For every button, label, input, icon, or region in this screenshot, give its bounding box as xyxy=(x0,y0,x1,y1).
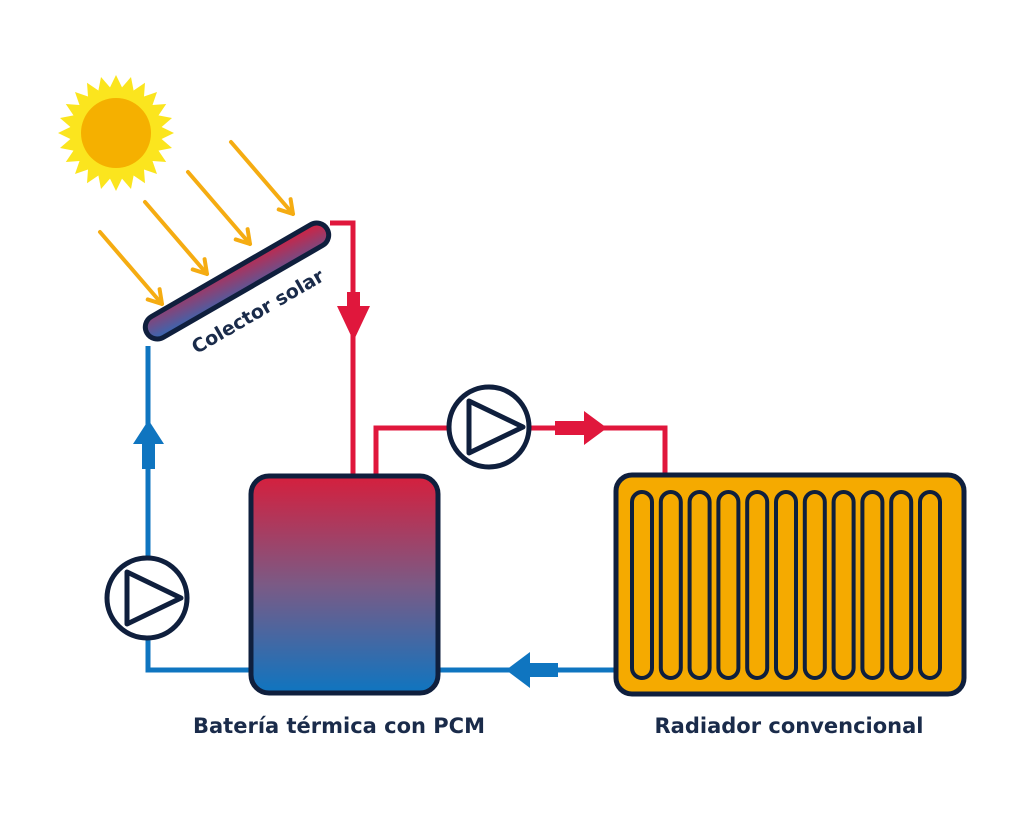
radiator-fin xyxy=(687,490,712,680)
sunlight-arrow xyxy=(229,140,295,216)
flow-arrow-icon xyxy=(506,652,558,688)
radiator-fins xyxy=(630,490,942,680)
radiator-fin xyxy=(831,490,856,680)
flow-arrow-icon xyxy=(133,420,164,469)
sun-icon xyxy=(58,75,174,191)
radiator-label: Radiador convencional xyxy=(655,714,924,738)
sunlight-arrow xyxy=(186,170,252,246)
radiator-fin xyxy=(716,490,741,680)
radiator-fin xyxy=(860,490,885,680)
sunlight-arrow xyxy=(143,200,209,276)
pump-icon xyxy=(104,555,190,641)
hot-pipe-collector-output xyxy=(330,220,356,475)
sunlight-arrows xyxy=(98,140,295,306)
radiator-fin xyxy=(802,490,827,680)
radiator xyxy=(613,472,967,697)
radiator-fin xyxy=(774,490,798,680)
flow-arrow-icon xyxy=(555,411,607,445)
radiator-fin xyxy=(630,490,654,680)
radiator-fin xyxy=(889,490,914,680)
thermal-battery xyxy=(248,473,441,696)
pump-icon xyxy=(446,384,532,470)
sunlight-arrow xyxy=(98,230,164,306)
sun-disc xyxy=(81,98,151,168)
flow-arrow-icon xyxy=(337,292,370,341)
radiator-fin xyxy=(658,490,683,680)
radiator-fin xyxy=(745,490,770,680)
battery-label: Batería térmica con PCM xyxy=(193,714,485,738)
solar-collector xyxy=(142,220,332,342)
radiator-fin xyxy=(918,490,942,680)
